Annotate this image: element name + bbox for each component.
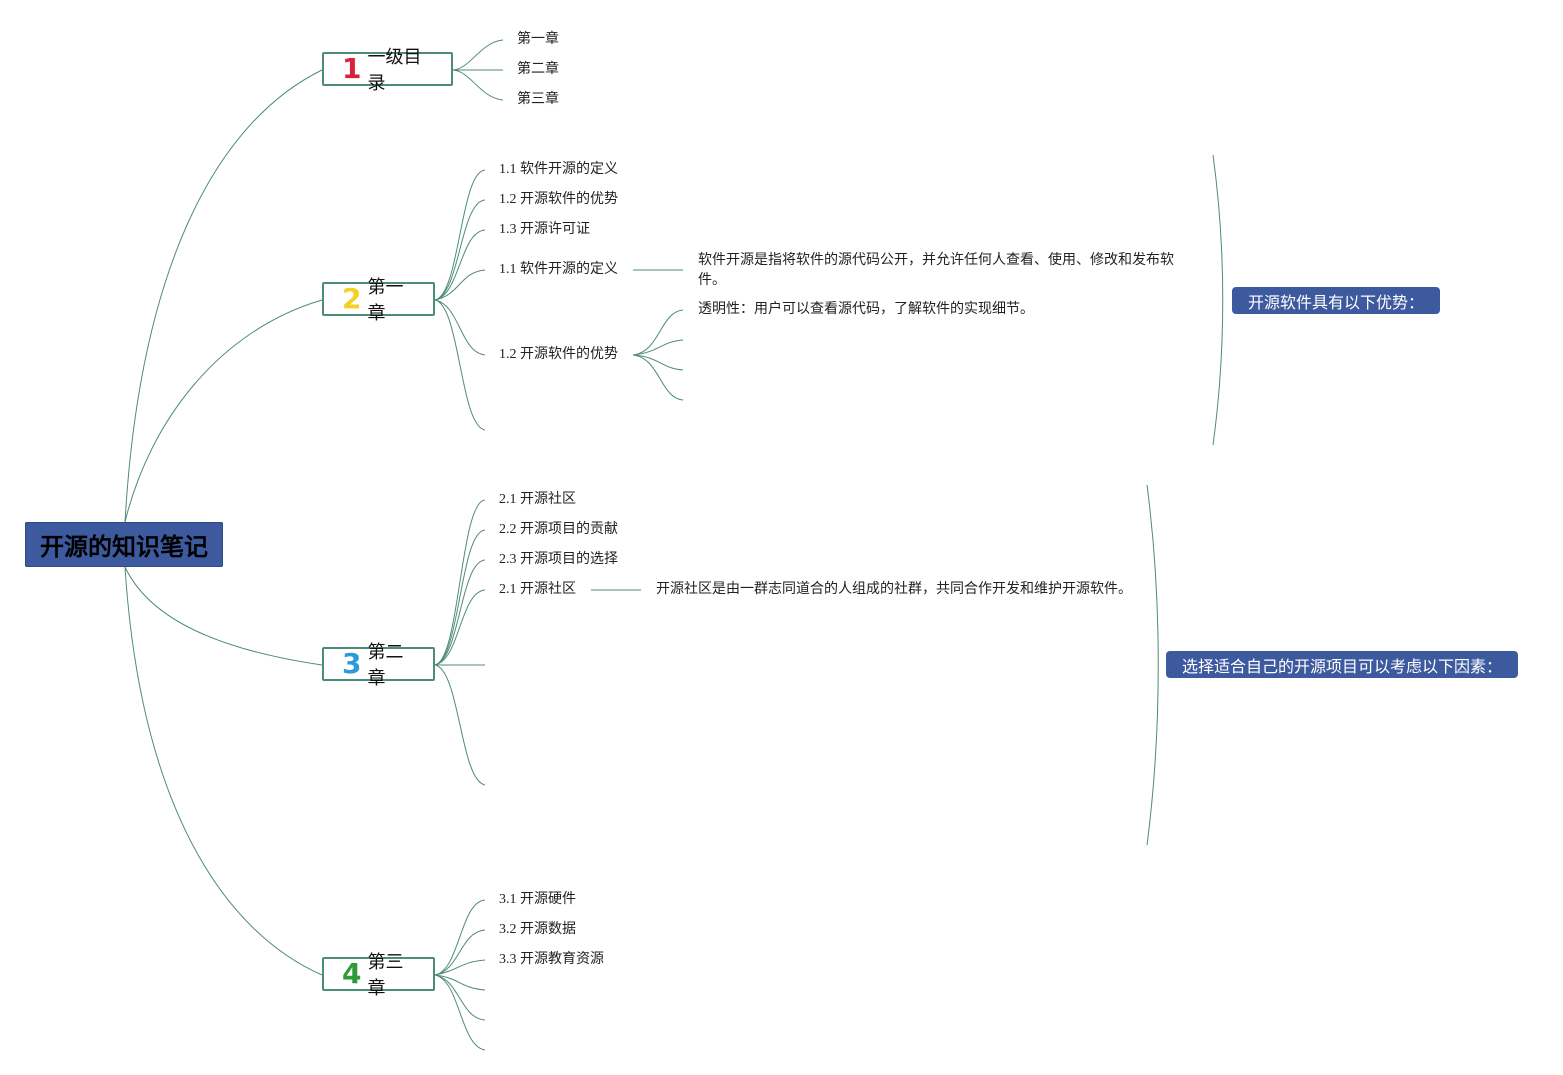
leaf-ch2-community[interactable]: 2.1 开源社区	[499, 582, 576, 597]
leaf-directory-3[interactable]: 第三章	[517, 92, 559, 107]
link-root-b1	[124, 69, 323, 523]
brace-b2	[1212, 154, 1224, 446]
branch-node-chapter-2[interactable]: 3 第二章	[322, 642, 435, 689]
leaf-directory-2[interactable]: 第二章	[517, 62, 559, 77]
link-adv-t4	[632, 354, 684, 401]
leaf-ch2-1[interactable]: 2.1 开源社区	[499, 492, 576, 507]
link-b2-c5	[434, 299, 486, 356]
link-root-b4	[124, 566, 323, 976]
link-b3-c6	[434, 664, 486, 786]
leaf-ch2-2[interactable]: 2.2 开源项目的贡献	[499, 522, 618, 537]
branch-node-directory[interactable]: 1 一级目录	[322, 47, 453, 94]
branch-node-chapter-3[interactable]: 4 第三章	[322, 952, 435, 999]
leaf-ch1-advantage[interactable]: 1.2 开源软件的优势	[499, 347, 618, 362]
link-b2-c1	[434, 169, 486, 301]
link-adv-t1	[632, 309, 684, 356]
link-b1-c1	[451, 39, 504, 71]
number-4-icon: 4	[342, 957, 362, 990]
leaf-directory-1[interactable]: 第一章	[517, 32, 559, 47]
community-detail[interactable]: 开源社区是由一群志同道合的人组成的社群，共同合作开发和维护开源软件。	[656, 582, 1132, 597]
branch-label: 一级目录	[367, 47, 422, 94]
branch-label: 第二章	[367, 642, 404, 689]
root-node[interactable]: 开源的知识笔记	[25, 522, 223, 567]
number-1-icon: 1	[342, 52, 362, 85]
advantage-detail-transparency[interactable]: 透明性：用户可以查看源代码，了解软件的实现细节。	[698, 302, 1034, 317]
link-b2-c3	[434, 229, 486, 301]
link-b3-c1	[434, 499, 486, 666]
leaf-ch1-3[interactable]: 1.3 开源许可证	[499, 222, 590, 237]
callout-selection-factors[interactable]: 选择适合自己的开源项目可以考虑以下因素：	[1166, 651, 1518, 678]
link-adv-t3	[632, 354, 684, 371]
link-b3-c2	[434, 529, 486, 666]
link-b2-c4	[434, 269, 486, 301]
link-b4-c1	[434, 899, 486, 976]
leaf-ch1-2[interactable]: 1.2 开源软件的优势	[499, 192, 618, 207]
number-2-icon: 2	[342, 282, 362, 315]
branch-node-chapter-1[interactable]: 2 第一章	[322, 277, 435, 324]
link-b2-c2	[434, 199, 486, 301]
leaf-ch3-3[interactable]: 3.3 开源教育资源	[499, 952, 604, 967]
leaf-ch1-1[interactable]: 1.1 软件开源的定义	[499, 162, 618, 177]
leaf-ch3-2[interactable]: 3.2 开源数据	[499, 922, 576, 937]
link-b4-c6	[434, 974, 486, 1051]
branch-label: 第一章	[367, 277, 404, 324]
callout-advantages[interactable]: 开源软件具有以下优势：	[1232, 287, 1440, 314]
link-b4-c5	[434, 974, 486, 1021]
link-b4-c3	[434, 959, 486, 976]
link-b4-c4	[434, 974, 486, 991]
link-root-b3	[124, 566, 323, 666]
link-b3-c3	[434, 559, 486, 666]
leaf-ch3-1[interactable]: 3.1 开源硬件	[499, 892, 576, 907]
branch-label: 第三章	[367, 952, 404, 999]
leaf-ch2-3[interactable]: 2.3 开源项目的选择	[499, 552, 618, 567]
link-root-b2	[124, 299, 323, 523]
brace-b3	[1146, 484, 1159, 846]
link-b4-c2	[434, 929, 486, 976]
number-3-icon: 3	[342, 647, 362, 680]
link-adv-t2	[632, 339, 684, 356]
link-b2-c6	[434, 299, 486, 431]
leaf-ch1-definition[interactable]: 1.1 软件开源的定义	[499, 262, 618, 277]
definition-detail[interactable]: 软件开源是指将软件的源代码公开，并允许任何人查看、使用、修改和发布软件。	[698, 253, 1174, 288]
link-b3-c4	[434, 589, 486, 666]
link-b1-c3	[451, 69, 504, 101]
